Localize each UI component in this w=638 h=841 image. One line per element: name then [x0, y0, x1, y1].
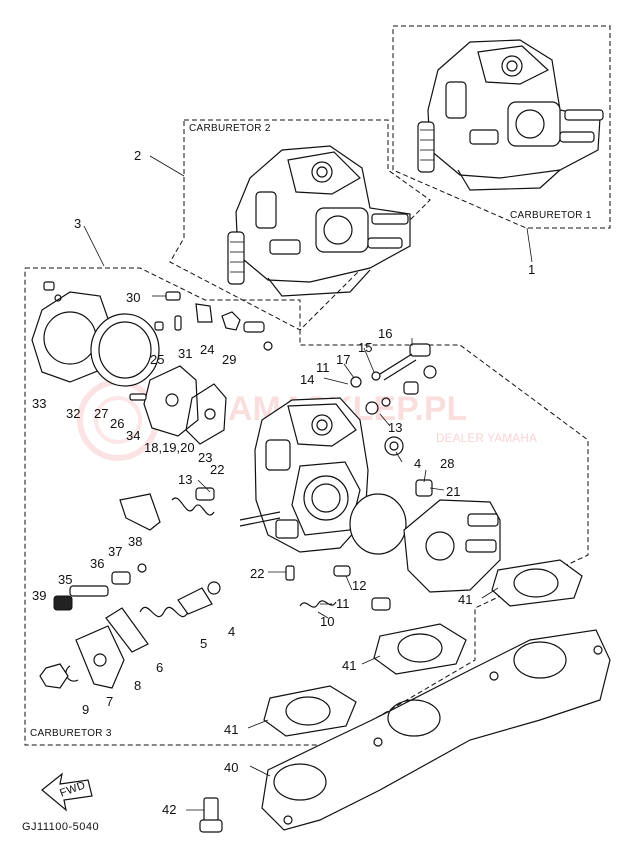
- gasket-34: [185, 383, 227, 445]
- callout-41-right: 41: [458, 592, 472, 607]
- callout-36: 36: [90, 556, 104, 571]
- callout-42: 42: [162, 802, 176, 817]
- fwd-arrow-icon: FWD: [41, 772, 93, 812]
- carburetor-3-body: [254, 397, 369, 553]
- intake-manifold-40: [261, 629, 611, 831]
- callout-34: 34: [126, 428, 140, 443]
- carburetor-2-box: CARBURETOR 2: [169, 119, 431, 331]
- spring-and-shaft-group: [53, 563, 221, 653]
- small-parts-cluster: [43, 281, 273, 401]
- callout-13-left: 13: [178, 472, 192, 487]
- gasket-41-right: [491, 559, 583, 607]
- callout-38: 38: [128, 534, 142, 549]
- watermark-tagline: DEALER YAMAHA: [436, 431, 537, 445]
- screw-set-bottom: [285, 565, 391, 611]
- callout-5: 5: [200, 636, 207, 651]
- throttle-lever-set: [119, 487, 281, 531]
- callout-24: 24: [200, 342, 214, 357]
- callout-33: 33: [32, 396, 46, 411]
- callout-35: 35: [58, 572, 72, 587]
- drawing-code: GJ11100-5040: [22, 821, 99, 833]
- callout-21: 21: [446, 484, 460, 499]
- callout-41-middle: 41: [342, 658, 356, 673]
- carburetor-2-label: CARBURETOR 2: [189, 123, 271, 134]
- callout-22-bottom: 22: [250, 566, 264, 581]
- callout-41-lower: 41: [224, 722, 238, 737]
- callout-30: 30: [126, 290, 140, 305]
- callout-31: 31: [178, 346, 192, 361]
- callout-23: 23: [198, 450, 212, 465]
- callout-13-right: 13: [388, 420, 402, 435]
- callout-39: 39: [32, 588, 46, 603]
- callout-10: 10: [320, 614, 334, 629]
- callout-40: 40: [224, 760, 238, 775]
- callout-2: 2: [134, 148, 141, 163]
- callout-4-right: 4: [414, 456, 421, 471]
- gasket-41-middle: [373, 623, 467, 675]
- callout-22-top: 22: [210, 462, 224, 477]
- callout-6: 6: [156, 660, 163, 675]
- lever-7-and-nut-9: [39, 625, 125, 689]
- callout-1: 1: [528, 262, 535, 277]
- gasket-41-lower: [263, 685, 357, 737]
- callout-17: 17: [336, 352, 350, 367]
- carburetor-2-assembly: [227, 145, 411, 297]
- pump-body-26: [143, 365, 199, 437]
- callout-37: 37: [108, 544, 122, 559]
- callout-12: 12: [352, 578, 366, 593]
- callout-27: 27: [94, 406, 108, 421]
- gasket-21: [349, 493, 407, 555]
- callout-26: 26: [110, 416, 124, 431]
- callout-14: 14: [300, 372, 314, 387]
- callout-9: 9: [82, 702, 89, 717]
- leader-lines: [83, 155, 533, 811]
- carburetor-1-assembly: [417, 39, 604, 191]
- callout-16: 16: [378, 326, 392, 341]
- carburetor-3-label: CARBURETOR 3: [30, 728, 112, 739]
- callout-28: 28: [440, 456, 454, 471]
- carburetor-1-box: CARBURETOR 1: [392, 25, 611, 229]
- screw-set-right: [350, 343, 437, 497]
- callout-11-bottom: 11: [336, 596, 350, 611]
- callout-4-left: 4: [228, 624, 235, 639]
- callout-8: 8: [134, 678, 141, 693]
- callout-25: 25: [150, 352, 164, 367]
- callout-7: 7: [106, 694, 113, 709]
- intake-adaptor: [403, 499, 501, 593]
- callout-29: 29: [222, 352, 236, 367]
- callout-15: 15: [358, 340, 372, 355]
- callout-18-19-20: 18,19,20: [144, 440, 195, 455]
- callout-3: 3: [74, 216, 81, 231]
- callout-11-top: 11: [316, 360, 330, 375]
- callouts: 1 2 3 30 16 15 11 17 14 25 31 24 29 33 3…: [32, 148, 535, 817]
- diaphragm-32: [90, 313, 160, 387]
- carburetor-1-label: CARBURETOR 1: [510, 210, 592, 221]
- bolt-42: [199, 797, 223, 833]
- callout-32: 32: [66, 406, 80, 421]
